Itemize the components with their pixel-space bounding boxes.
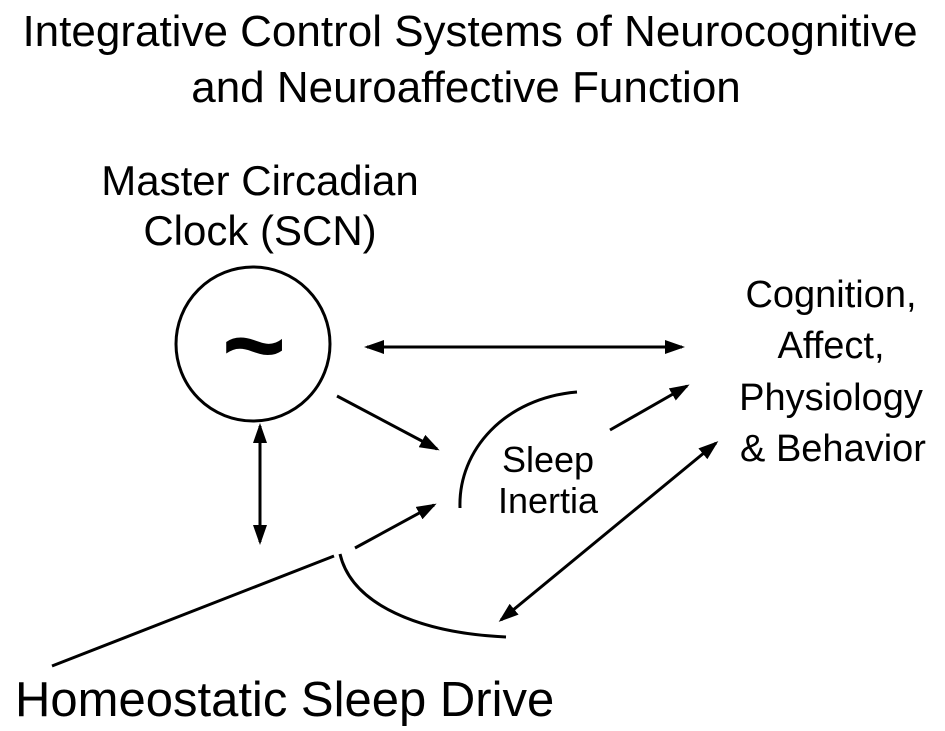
homeostatic-lower-arc <box>338 553 507 639</box>
title-line-1: Integrative Control Systems of Neurocogn… <box>22 7 917 56</box>
outcomes-label-line-2: Affect, <box>777 325 884 367</box>
outcomes-node: Cognition, Affect, Physiology & Behavior <box>739 274 926 470</box>
outcomes-label-line-4: & Behavior <box>740 428 926 470</box>
master-clock-node: Master Circadian Clock (SCN) ~ <box>101 157 419 423</box>
arrow-homeostatic-to-inertia <box>354 503 437 550</box>
sleep-inertia-label-line-1: Sleep <box>502 439 594 480</box>
homeostatic-label: Homeostatic Sleep Drive <box>15 673 554 727</box>
outcomes-label-line-3: Physiology <box>739 377 923 419</box>
arrow-homeostatic-outcomes <box>498 441 719 622</box>
arrow-clock-to-inertia <box>336 394 440 451</box>
master-clock-label-line-1: Master Circadian <box>101 157 418 204</box>
homeostatic-node: Homeostatic Sleep Drive <box>15 553 554 727</box>
diagram-title: Integrative Control Systems of Neurocogn… <box>22 7 917 112</box>
sleep-inertia-arc <box>458 390 578 509</box>
title-line-2: and Neuroaffective Function <box>191 63 741 112</box>
tilde-oscillation-icon: ~ <box>222 284 286 407</box>
clock-circle <box>174 265 332 423</box>
sleep-inertia-label-line-2: Inertia <box>498 480 599 521</box>
arrow-inertia-to-outcomes <box>609 384 690 432</box>
sleep-inertia-node: Sleep Inertia <box>458 390 599 521</box>
homeostatic-drive-line <box>51 554 335 668</box>
outcomes-label-line-1: Cognition, <box>745 274 916 316</box>
master-clock-label-line-2: Clock (SCN) <box>143 207 376 254</box>
